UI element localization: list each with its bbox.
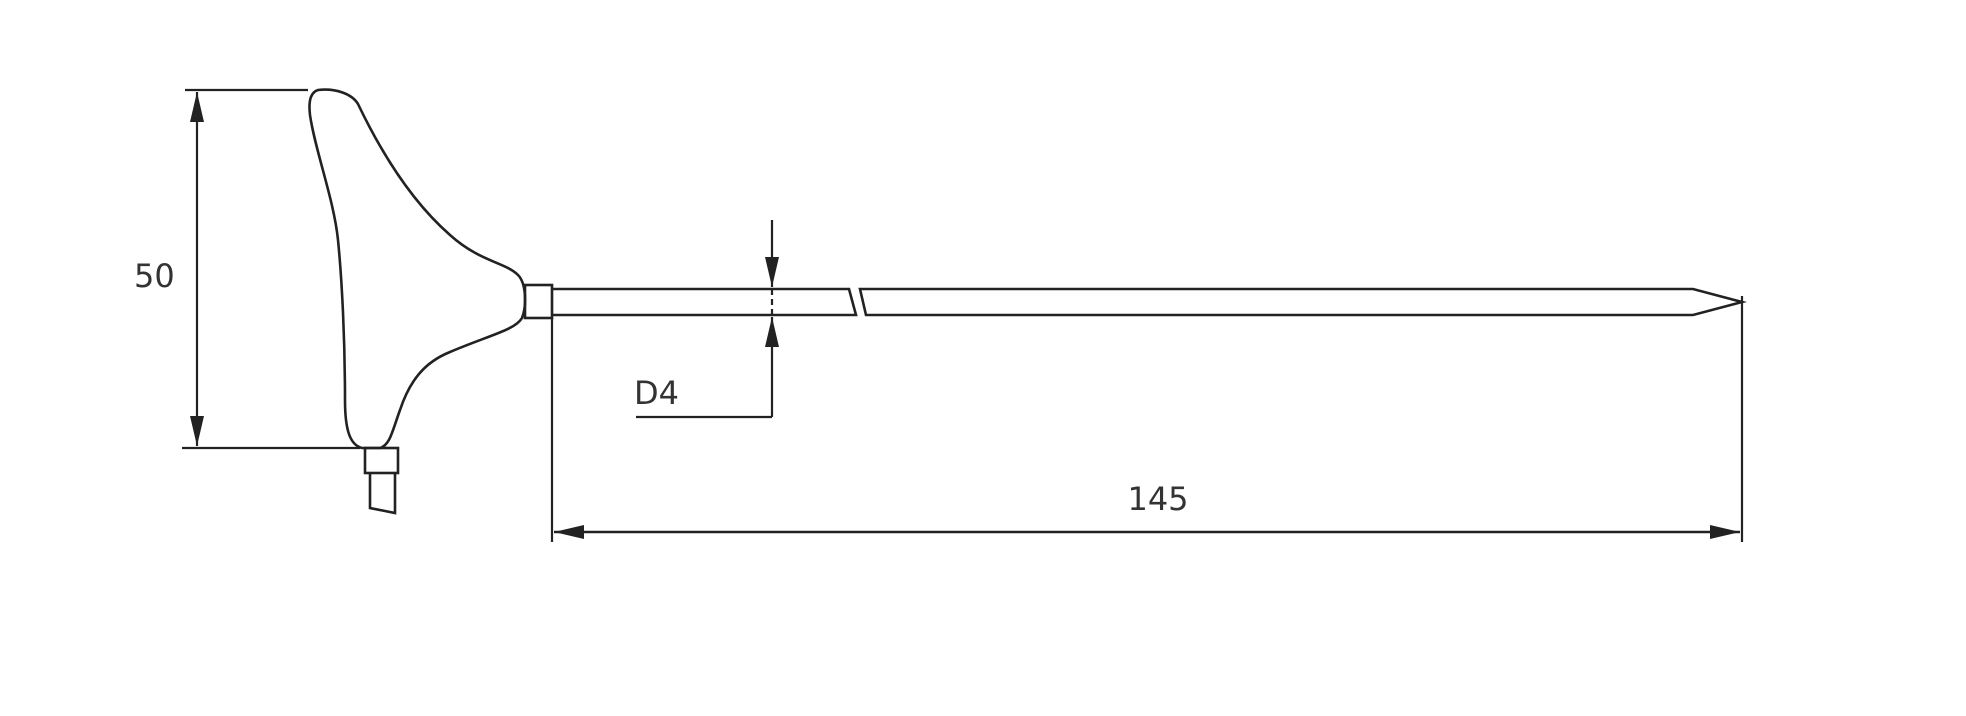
handle-stub <box>363 446 400 475</box>
probe-rod <box>552 287 1748 317</box>
probe-length-dimension <box>550 296 1744 542</box>
probe-length-label: 145 <box>1127 480 1188 518</box>
handle-height-label: 50 <box>134 257 175 295</box>
handle-height-dimension <box>182 88 360 450</box>
diameter-label: D4 <box>634 374 679 412</box>
diameter-dimension <box>636 220 779 419</box>
probe-ferrule <box>523 283 554 320</box>
t-handle <box>308 88 527 515</box>
